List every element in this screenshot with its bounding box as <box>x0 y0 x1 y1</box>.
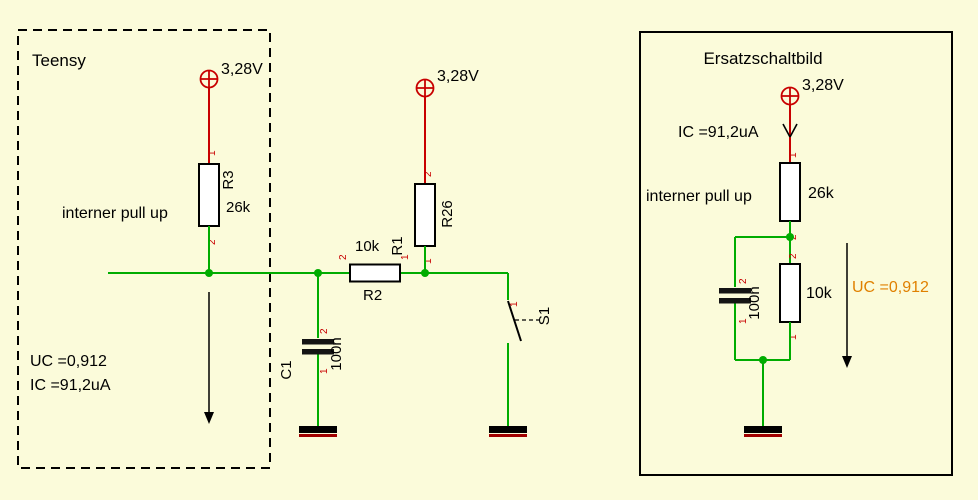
resistor-r26: 2 1 R26 <box>414 171 456 264</box>
r26-pin1-label: 1 <box>423 258 434 264</box>
rload-body <box>779 263 801 323</box>
ground-c1 <box>299 426 337 437</box>
switch-s1: 1 S1 <box>507 273 553 426</box>
ground-bar-icon <box>744 426 782 433</box>
uc-arrow-head <box>842 356 852 368</box>
r2-pin2-label: 2 <box>338 254 349 260</box>
rpullup-value-label: 26k <box>808 185 835 202</box>
ersatz-ic-text: IC =91,2uA <box>678 124 759 141</box>
c1-value-label: 100n <box>328 337 345 370</box>
teensy-pullup-label: interner pull up <box>62 205 168 222</box>
r2-alt-name-label: R1 <box>389 236 406 255</box>
teensy-arrow-head <box>204 412 214 424</box>
cap-plate-bottom <box>719 298 751 304</box>
ground-underline <box>489 434 527 437</box>
s1-name-label: S1 <box>536 307 553 325</box>
teensy-ic-text: IC =91,2uA <box>30 377 111 394</box>
ersatz-supply-symbol: 3,28V <box>780 77 844 106</box>
cap-pin1-label: 1 <box>738 318 749 324</box>
c1-pin1-label: 1 <box>319 368 330 374</box>
ground-bar-icon <box>299 426 337 433</box>
rload-value-label: 10k <box>806 285 833 302</box>
r26-name-label: R26 <box>439 200 456 228</box>
ersatz-uc-text: UC =0,912 <box>852 279 929 296</box>
r3-pin1-label: 1 <box>207 150 218 156</box>
ersatz-box-border <box>639 31 953 476</box>
ground-underline <box>744 434 782 437</box>
teensy-supply-voltage-label: 3,28V <box>221 61 263 78</box>
c1-plate-top <box>302 339 334 345</box>
junction-r3 <box>205 269 213 277</box>
s1-pin1-label: 1 <box>509 301 520 307</box>
r3-value-label: 26k <box>226 199 251 216</box>
r3-name-label: R3 <box>220 170 237 189</box>
ground-ersatz <box>744 426 782 437</box>
ground-bar-icon <box>489 426 527 433</box>
r2-name-label: R2 <box>363 287 382 304</box>
teensy-uc-text: UC =0,912 <box>30 353 107 370</box>
rload-pin1-label: 1 <box>788 334 799 340</box>
teensy-supply-symbol: 3,28V <box>199 61 263 89</box>
teensy-box-title: Teensy <box>32 51 86 70</box>
uc-voltage-arrow-icon <box>842 243 852 368</box>
ground-underline <box>299 434 337 437</box>
cap-value-label: 100n <box>746 286 763 319</box>
r2-value-label: 10k <box>355 238 380 255</box>
teensy-box: Teensy 3,28V 1 2 R3 26k interner pull up… <box>17 29 271 469</box>
capacitor-c1: 2 1 C1 100n <box>278 273 345 426</box>
cap-pin2-label: 2 <box>738 278 749 284</box>
chevron-right <box>789 123 798 138</box>
capacitor-100n-ersatz: 2 1 100n <box>719 237 763 360</box>
ersatz-box-title: Ersatzschaltbild <box>703 49 822 68</box>
rpullup-pin1-label: 1 <box>788 152 799 158</box>
c1-pin2-label: 2 <box>319 328 330 334</box>
teensy-current-arrow-icon <box>204 292 214 424</box>
teensy-box-border <box>17 29 271 469</box>
ersatz-pullup-label: interner pull up <box>646 188 752 205</box>
r3-pin2-label: 2 <box>207 239 218 245</box>
s1-blade <box>507 300 522 342</box>
resistor-load-10k: 2 1 10k <box>779 253 833 340</box>
ersatz-box: Ersatzschaltbild 3,28V IC =91,2uA 1 2 26… <box>639 31 953 476</box>
resistor-r2: 10k R1 2 1 R2 <box>338 236 411 304</box>
ersatz-supply-voltage-label: 3,28V <box>802 77 844 94</box>
rpullup-body <box>779 162 801 222</box>
ic-current-chevron-icon <box>782 123 798 138</box>
r2-body <box>349 263 401 283</box>
c1-plate-bottom <box>302 349 334 355</box>
c1-name-label: C1 <box>278 360 295 379</box>
ground-s1 <box>489 426 527 437</box>
main-circuit: 3,28V 2 1 R26 10k R1 2 1 R2 2 1 C1 <box>108 68 553 437</box>
r26-pin2-label: 2 <box>423 171 434 177</box>
r3-body <box>198 163 220 227</box>
cap-plate-top <box>719 288 751 294</box>
resistor-r3: 1 2 R3 26k <box>198 150 251 245</box>
r2-pin1-label: 1 <box>400 254 411 260</box>
r26-body <box>414 183 436 247</box>
main-supply-voltage-label: 3,28V <box>437 68 479 85</box>
rload-pin2-label: 2 <box>788 253 799 259</box>
chevron-left <box>782 123 791 138</box>
